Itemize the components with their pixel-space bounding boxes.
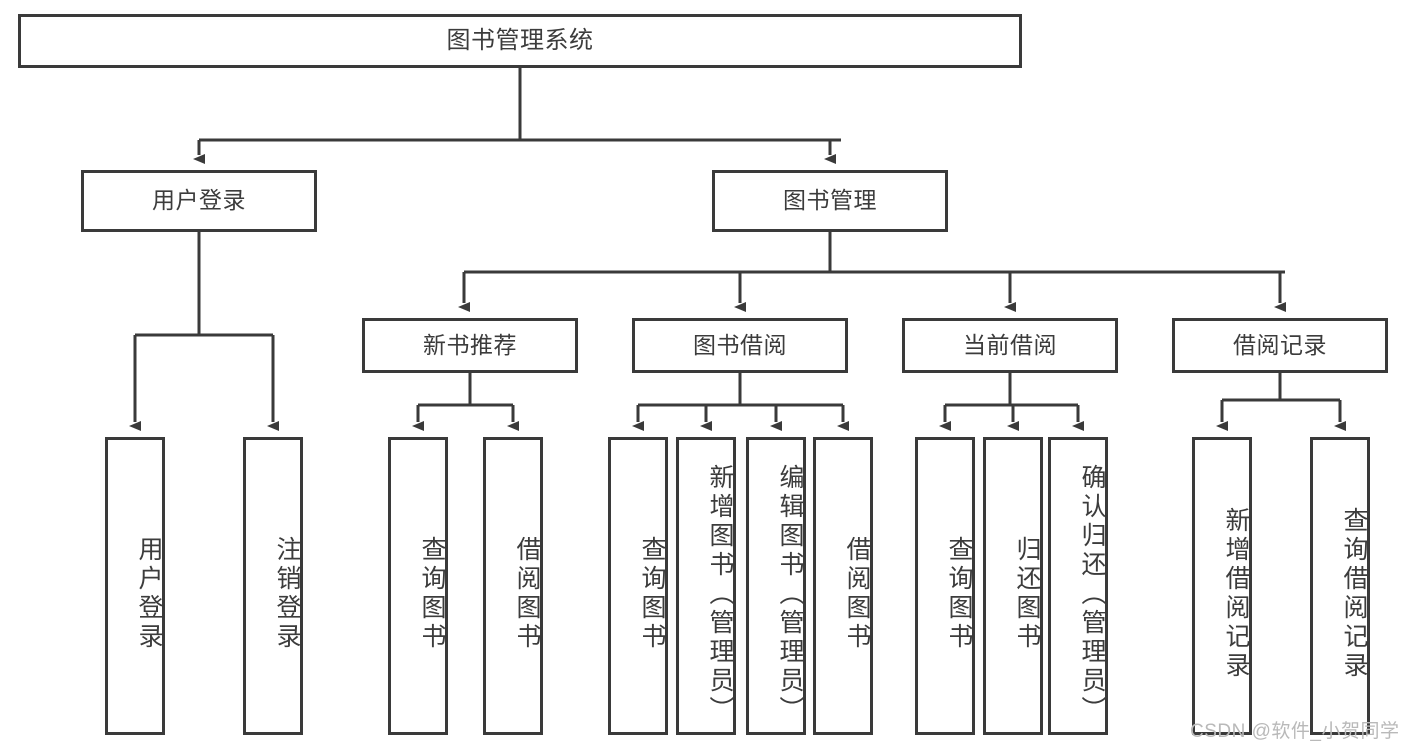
node-book-manage-label: 图书管理 — [783, 187, 877, 214]
node-leaf-current-confirm-return-label: 确认归还（管理员） — [1078, 463, 1106, 725]
node-new-book-rec[interactable]: 新书推荐 — [362, 318, 578, 373]
node-leaf-user-login[interactable]: 用户登录 — [105, 437, 165, 735]
node-leaf-current-return-book-label: 归还图书 — [1013, 536, 1041, 652]
node-leaf-record-add-label: 新增借阅记录 — [1222, 507, 1250, 681]
node-leaf-record-query-label: 查询借阅记录 — [1340, 507, 1368, 681]
node-leaf-user-login-label: 用户登录 — [135, 536, 163, 652]
node-root[interactable]: 图书管理系统 — [18, 14, 1022, 68]
node-leaf-borrow-edit-book[interactable]: 编辑图书（管理员） — [746, 437, 806, 735]
node-leaf-borrow-edit-book-label: 编辑图书（管理员） — [776, 463, 804, 725]
node-leaf-borrow-query-book-label: 查询图书 — [638, 536, 666, 652]
node-leaf-borrow-borrow-book-label: 借阅图书 — [843, 536, 871, 652]
node-leaf-current-query-book[interactable]: 查询图书 — [915, 437, 975, 735]
node-leaf-borrow-add-book-label: 新增图书（管理员） — [706, 463, 734, 725]
node-leaf-user-logout[interactable]: 注销登录 — [243, 437, 303, 735]
node-borrow-record[interactable]: 借阅记录 — [1172, 318, 1388, 373]
node-leaf-borrow-borrow-book[interactable]: 借阅图书 — [813, 437, 873, 735]
node-user-login[interactable]: 用户登录 — [81, 170, 317, 232]
node-leaf-borrow-query-book[interactable]: 查询图书 — [608, 437, 668, 735]
node-leaf-current-query-book-label: 查询图书 — [945, 536, 973, 652]
node-current-borrow-label: 当前借阅 — [963, 331, 1057, 358]
node-leaf-current-return-book[interactable]: 归还图书 — [983, 437, 1043, 735]
node-new-book-rec-label: 新书推荐 — [423, 331, 517, 358]
node-book-borrow-label: 图书借阅 — [693, 331, 787, 358]
node-book-borrow[interactable]: 图书借阅 — [632, 318, 848, 373]
node-leaf-user-logout-label: 注销登录 — [273, 536, 301, 652]
node-leaf-rec-borrow-book-label: 借阅图书 — [513, 536, 541, 652]
node-leaf-rec-query-book[interactable]: 查询图书 — [388, 437, 448, 735]
node-leaf-borrow-add-book[interactable]: 新增图书（管理员） — [676, 437, 736, 735]
node-borrow-record-label: 借阅记录 — [1233, 331, 1327, 358]
node-leaf-rec-borrow-book[interactable]: 借阅图书 — [483, 437, 543, 735]
node-leaf-record-add[interactable]: 新增借阅记录 — [1192, 437, 1252, 735]
node-leaf-current-confirm-return[interactable]: 确认归还（管理员） — [1048, 437, 1108, 735]
node-book-manage[interactable]: 图书管理 — [712, 170, 948, 232]
node-root-label: 图书管理系统 — [446, 26, 594, 54]
node-user-login-label: 用户登录 — [152, 187, 246, 214]
csdn-watermark: CSDN @软件_小贺同学 — [1190, 721, 1400, 742]
node-current-borrow[interactable]: 当前借阅 — [902, 318, 1118, 373]
node-leaf-rec-query-book-label: 查询图书 — [418, 536, 446, 652]
node-leaf-record-query[interactable]: 查询借阅记录 — [1310, 437, 1370, 735]
